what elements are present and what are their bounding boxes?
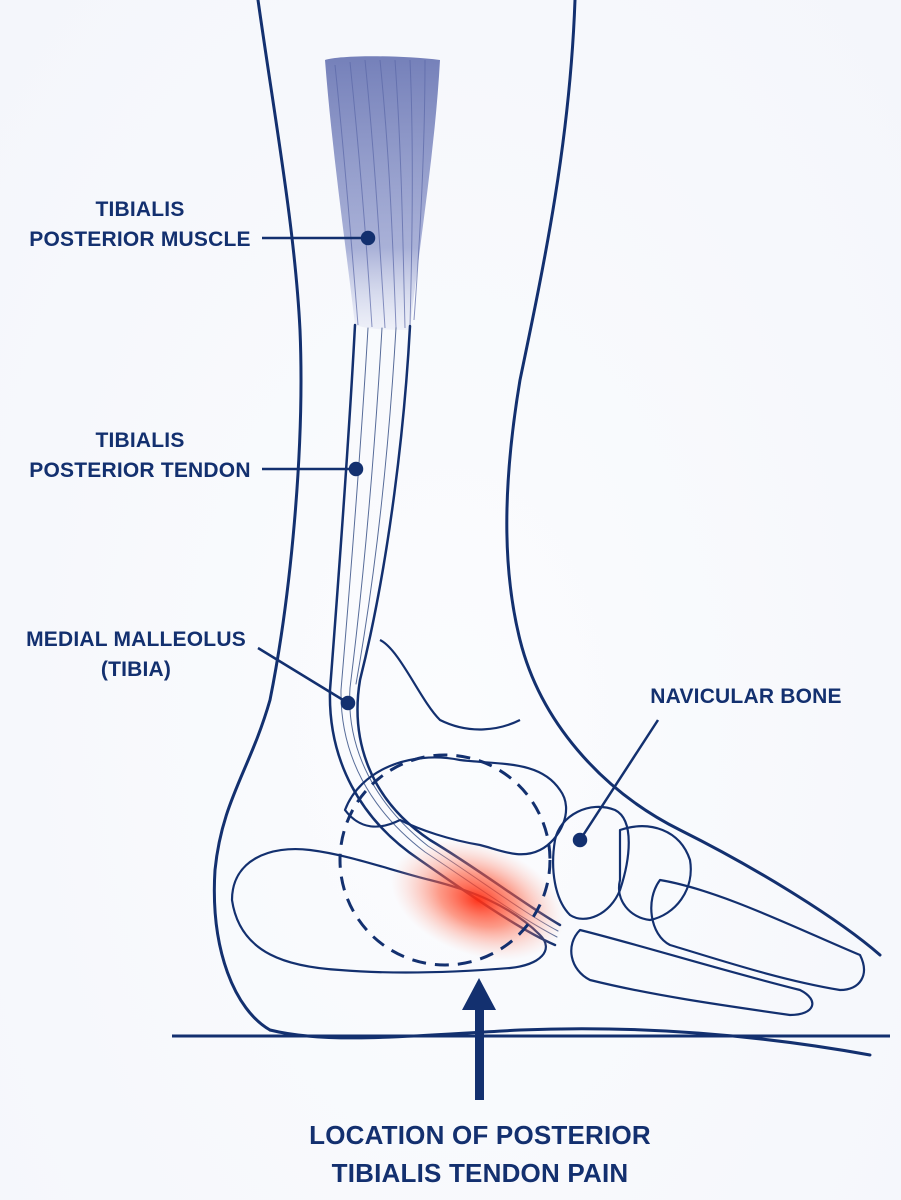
cuneiform xyxy=(617,825,692,922)
leader-tendon-dot xyxy=(348,461,364,477)
metatarsal-1 xyxy=(650,878,866,992)
metatarsal-2 xyxy=(570,928,814,1017)
label-navicular-bone: NAVICULAR BONE xyxy=(650,685,842,708)
label-tibialis-posterior-muscle: TIBIALIS POSTERIOR MUSCLE xyxy=(29,198,251,251)
tibia-lower xyxy=(379,639,521,731)
talus xyxy=(343,756,568,856)
leader-malleolus xyxy=(257,646,349,705)
leader-navicular-dot xyxy=(572,832,588,848)
sole-outline xyxy=(268,1027,872,1057)
pain-arrow xyxy=(462,978,496,1100)
leader-malleolus-dot xyxy=(340,695,356,711)
leader-navicular xyxy=(578,719,660,841)
leader-muscle-dot xyxy=(360,230,376,246)
label-tibialis-posterior-tendon: TIBIALIS POSTERIOR TENDON xyxy=(29,429,251,482)
leg-outline-front xyxy=(505,0,882,957)
leg-outline-back xyxy=(212,0,303,1032)
pain-zone-circle xyxy=(338,753,552,967)
label-medial-malleolus: MEDIAL MALLEOLUS (TIBIA) xyxy=(26,628,246,681)
label-pain-location: LOCATION OF POSTERIOR TIBIALIS TENDON PA… xyxy=(309,1120,651,1188)
